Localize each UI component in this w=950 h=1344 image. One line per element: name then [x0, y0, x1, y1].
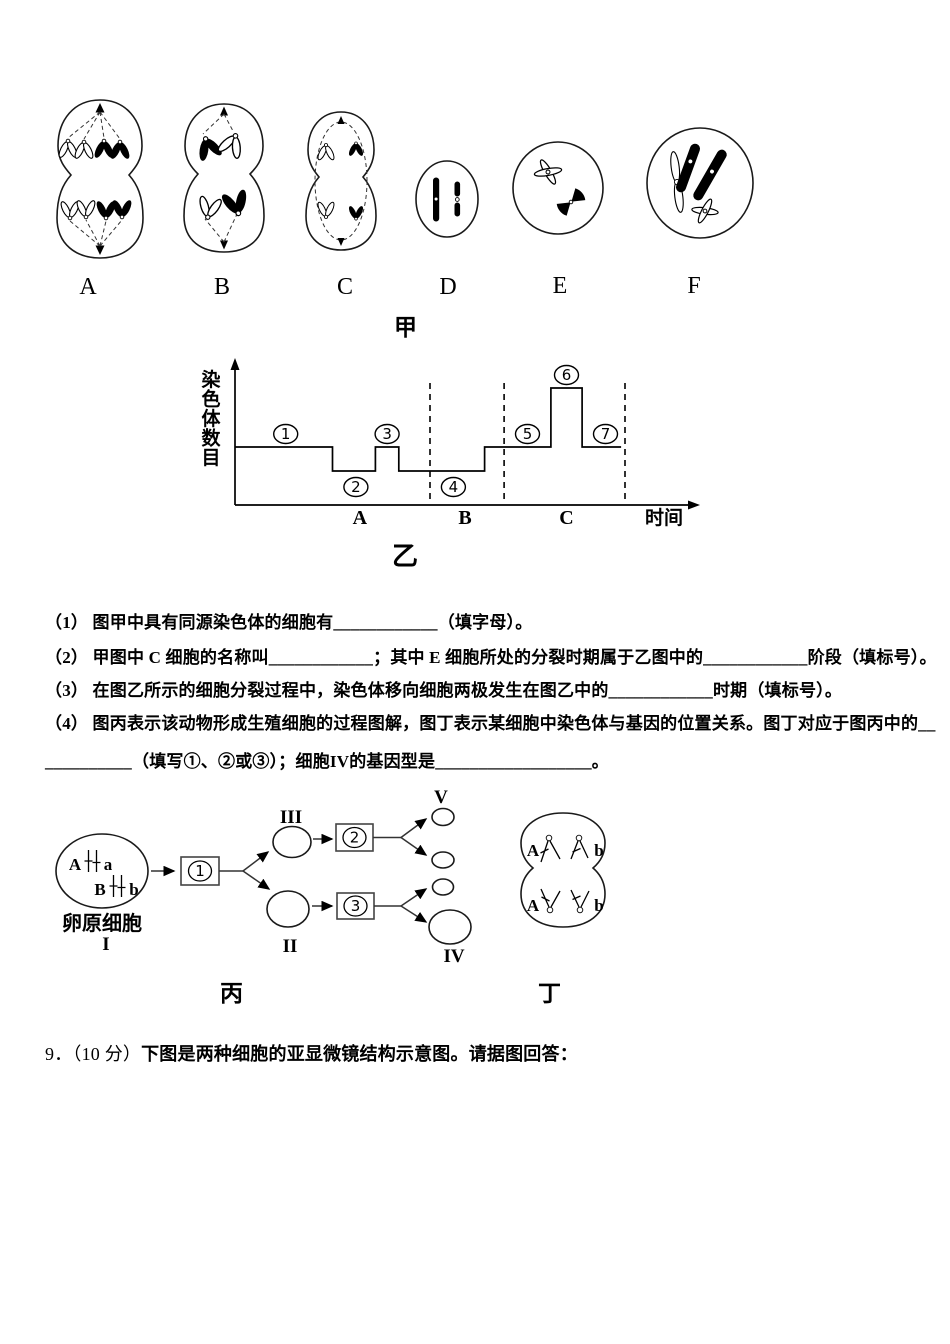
spindle-pole-icon — [337, 238, 345, 246]
polar-body-cell — [431, 807, 455, 827]
cell-a-anaphase-i-diagram — [56, 99, 144, 259]
figure-yi-caption: 乙 — [392, 542, 419, 571]
question-9-line: 9．（10 分）下图是两种细胞的亚显微镜结构示意图。请据图回答： — [45, 1040, 578, 1066]
phase-letter-labels: A B C — [353, 507, 574, 529]
spindle-pole-icon — [337, 116, 345, 124]
question-line-2: （2） 甲图中 C 细胞的名称叫____________；其中 E 细胞所处的分… — [45, 648, 937, 667]
arrow — [400, 905, 428, 923]
chromosomes — [670, 143, 727, 227]
y-axis-arrow-icon — [230, 358, 240, 370]
cell-label-b: B — [213, 274, 230, 300]
svg-text:7: 7 — [601, 425, 611, 443]
homologous-chromosome-bars — [84, 850, 126, 897]
cell-label-d: D — [439, 274, 457, 300]
secondary-oocyte-bottom — [266, 890, 310, 928]
spindle-pole-icon — [95, 245, 105, 255]
gene-label-b-top: b — [594, 841, 603, 860]
polar-body-cell — [431, 851, 455, 869]
figure-bing-caption: 丙 — [220, 981, 243, 1006]
spindle-outline — [314, 121, 368, 241]
cell-II-label: II — [283, 936, 298, 957]
spindle-fibers — [67, 111, 123, 247]
spindle-pole-icon — [220, 106, 228, 116]
spindle-pole-icon — [95, 103, 105, 113]
chromosome-bottom-left — [540, 888, 561, 914]
cell-I-label: I — [102, 934, 109, 955]
svg-text:6: 6 — [562, 366, 572, 384]
chromosome-number-chart: 染色体数目 时间 1 2 3 4 5 6 7 A B C — [201, 358, 700, 529]
cell-f-diagram — [646, 127, 754, 239]
cell-e-diagram — [512, 141, 604, 235]
gene-label-a: a — [104, 855, 113, 874]
figure-ding-caption: 丁 — [538, 981, 561, 1006]
arrow — [400, 818, 428, 839]
arrow — [400, 888, 428, 907]
question-line-1: （1） 图甲中具有同源染色体的细胞有____________（填字母）。 — [45, 613, 533, 632]
cell-label-a: A — [79, 274, 97, 300]
cell-d-diagram — [415, 160, 479, 238]
chromosome-top-left — [540, 834, 561, 863]
svg-text:1: 1 — [281, 425, 291, 443]
svg-text:2: 2 — [351, 478, 361, 496]
cell-label-c: C — [336, 274, 353, 300]
question-9-text: 下图是两种细胞的亚显微镜结构示意图。请据图回答： — [141, 1044, 578, 1064]
gene-label-b-bottom: b — [594, 896, 603, 915]
chromosome-bottom-right — [570, 889, 590, 914]
gene-label-A-bottom: A — [527, 896, 540, 915]
spindle-fibers — [202, 113, 238, 243]
question-line-4a: （4） 图丙表示该动物形成生殖细胞的过程图解，图丁表示某细胞中染色体与基因的位置… — [45, 714, 936, 733]
phase-divider-dashed-lines — [429, 383, 626, 503]
process-3-number: 3 — [351, 897, 361, 915]
polar-body-cell — [431, 878, 455, 896]
question-line-3: （3） 在图乙所示的细胞分裂过程中，染色体移向细胞两极发生在图乙中的______… — [45, 681, 843, 700]
cell-label-f: F — [687, 273, 701, 299]
stage-circled-numbers: 1 2 3 4 5 6 7 — [272, 364, 619, 498]
svg-text:5: 5 — [523, 425, 533, 443]
cell-c-anaphase-ii-diagram — [305, 111, 377, 251]
svg-text:B: B — [458, 507, 471, 529]
chromosome-count-step-line — [235, 387, 622, 472]
arrow — [242, 870, 271, 890]
chromosomes — [433, 177, 461, 222]
arrow — [400, 836, 428, 856]
secondary-oocyte-top — [272, 825, 312, 859]
question-9-number: 9．（10 分） — [45, 1044, 142, 1064]
chromosomes — [315, 141, 365, 221]
cell-III-label: III — [280, 807, 302, 828]
process-2-number: 2 — [350, 829, 360, 847]
egg-cell-IV — [428, 909, 472, 945]
gametogenesis-flow-diagram: A a B b 卵原细胞 I 1 III 2 V II 3 — [55, 787, 472, 967]
chromosomes — [530, 156, 586, 216]
figure-jia-caption: 甲 — [394, 315, 417, 340]
cell-ding-diagram: A b A b — [520, 812, 606, 928]
spindle-pole-icon — [220, 240, 228, 250]
oogonium-cell — [55, 833, 149, 909]
svg-text:C: C — [559, 507, 573, 529]
svg-text:3: 3 — [382, 425, 392, 443]
gene-label-A-top: A — [527, 841, 540, 860]
y-axis-label: 染色体数目 — [201, 368, 221, 469]
gene-label-B: B — [94, 880, 105, 899]
x-axis-arrow-icon — [688, 500, 700, 510]
process-1-number: 1 — [195, 862, 205, 880]
oogonium-label: 卵原细胞 — [62, 911, 142, 935]
gene-label-A: A — [69, 855, 82, 874]
gene-label-b: b — [129, 880, 138, 899]
chromosome-top-right — [570, 834, 589, 860]
cell-V-label: V — [434, 787, 448, 808]
cell-label-e: E — [552, 273, 568, 299]
svg-text:4: 4 — [449, 478, 459, 496]
cell-IV-label: IV — [443, 946, 464, 967]
chromosomes — [56, 138, 134, 221]
chromosomes — [192, 128, 254, 223]
x-axis-label: 时间 — [645, 507, 683, 529]
arrow — [242, 851, 270, 872]
svg-text:A: A — [353, 507, 368, 529]
question-line-4b: __________（填写①、②或③）；细胞IV的基因型是___________… — [45, 752, 609, 771]
cell-b-anaphase-diagram — [183, 103, 265, 253]
